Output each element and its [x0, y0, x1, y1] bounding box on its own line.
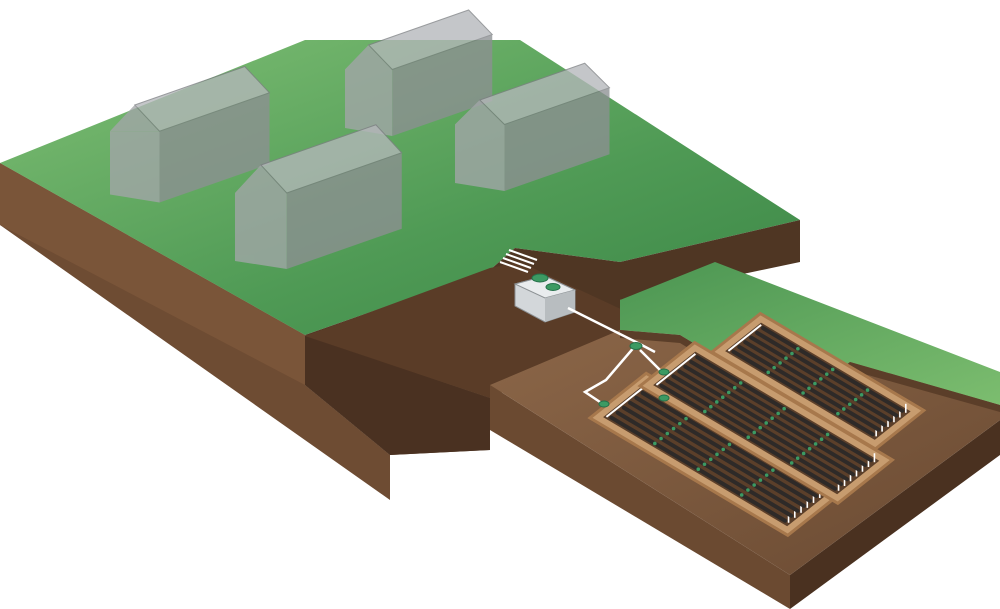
pipe-fitting: [766, 370, 771, 375]
pipe-fitting: [771, 468, 775, 472]
house-2: [345, 9, 494, 136]
pipe-fitting: [665, 431, 670, 436]
house-roof: [259, 124, 403, 194]
pipe-fitting: [764, 473, 769, 477]
pipe-fitting: [782, 406, 786, 411]
pipe-fitting: [715, 452, 719, 457]
house-gable: [455, 100, 505, 125]
pipe-fitting: [696, 467, 701, 472]
houses: [110, 9, 611, 269]
pipe-fitting: [772, 365, 776, 370]
header-pipe: [727, 324, 762, 352]
pipe-fitting: [819, 377, 823, 381]
pipe-fitting: [778, 361, 782, 365]
pipe-fitting: [853, 397, 858, 402]
pipe-fitting: [739, 493, 744, 497]
pipe-fitting: [702, 462, 707, 467]
inlet-pipes: [499, 249, 538, 273]
tank-lid-left: [531, 273, 549, 283]
pipe-fitting: [758, 478, 763, 482]
header-pipe: [605, 383, 648, 418]
house-side-wall: [504, 87, 610, 191]
pipe-fitting: [770, 416, 774, 420]
pipe-fitting: [738, 381, 743, 385]
pipe-fitting: [746, 435, 751, 440]
house-side-wall: [392, 34, 493, 136]
pipe-fitting: [859, 393, 864, 397]
pipe-fitting: [819, 437, 824, 441]
house-roof: [478, 62, 611, 126]
house-roof: [367, 9, 494, 71]
pipe-fitting: [703, 409, 707, 414]
pipe-fitting: [824, 372, 829, 376]
pipe-fitting: [709, 404, 713, 409]
distribution-box: [598, 342, 670, 408]
pipe-fitting: [758, 425, 763, 430]
pipe-fitting: [847, 402, 852, 407]
header-pipe: [655, 353, 697, 386]
pipe-fitting: [796, 346, 800, 351]
house-front-wall: [345, 69, 393, 136]
drainfield-bed-3: [709, 311, 927, 451]
house-gable: [345, 45, 393, 70]
pipe-fitting: [671, 426, 676, 431]
pipe-fitting: [764, 421, 768, 425]
pipe-fitting: [801, 451, 806, 456]
pipe-fitting: [684, 416, 688, 421]
soil-face-left-shade: [0, 163, 305, 385]
house-gable: [110, 105, 160, 132]
pipe-fitting: [708, 457, 713, 462]
drainfield-beds: [587, 311, 927, 538]
pipe-fitting: [677, 421, 682, 426]
pipe-fitting: [714, 400, 719, 404]
pipe-fitting: [807, 386, 811, 391]
pipe-fitting: [752, 430, 757, 435]
house-side-wall: [286, 152, 402, 269]
house-gable: [235, 165, 287, 193]
pipe-fitting: [776, 411, 780, 416]
house-1: [110, 65, 271, 203]
house-side-wall: [159, 92, 270, 203]
pipe-fitting: [795, 456, 800, 461]
pipe-fitting: [801, 391, 805, 395]
pipe-fitting: [752, 483, 756, 487]
pipe-fitting: [865, 388, 870, 392]
pipe-fitting: [825, 432, 830, 437]
pipe-fitting: [830, 367, 835, 372]
pipe-fitting: [746, 488, 750, 492]
pipe-fitting: [721, 447, 726, 452]
house-roof: [133, 65, 271, 132]
house-front-wall: [235, 193, 287, 269]
pipe-fitting: [727, 442, 732, 447]
drainfield-bed-2: [637, 340, 896, 506]
house-front-wall: [110, 131, 160, 203]
pipe-fitting: [807, 446, 812, 451]
pipe-fitting: [732, 385, 737, 390]
pipe-fitting: [720, 395, 725, 399]
pipe-fitting: [726, 390, 731, 395]
pipe-fitting: [789, 461, 794, 465]
tank-lid-right: [545, 283, 561, 291]
pipe-fitting: [836, 411, 840, 416]
pipe-fitting: [813, 381, 817, 386]
house-front-wall: [455, 124, 505, 191]
pipe-fitting: [813, 442, 818, 446]
lawn-right: [620, 262, 1000, 405]
pipe-fitting: [842, 407, 846, 411]
pipe-fitting: [653, 441, 657, 446]
pipe-fitting: [784, 356, 788, 361]
house-3: [455, 62, 611, 191]
pipe-fitting: [790, 351, 794, 356]
pipe-fitting: [659, 436, 663, 441]
house-4: [235, 124, 403, 269]
septic-tank: [513, 273, 577, 323]
